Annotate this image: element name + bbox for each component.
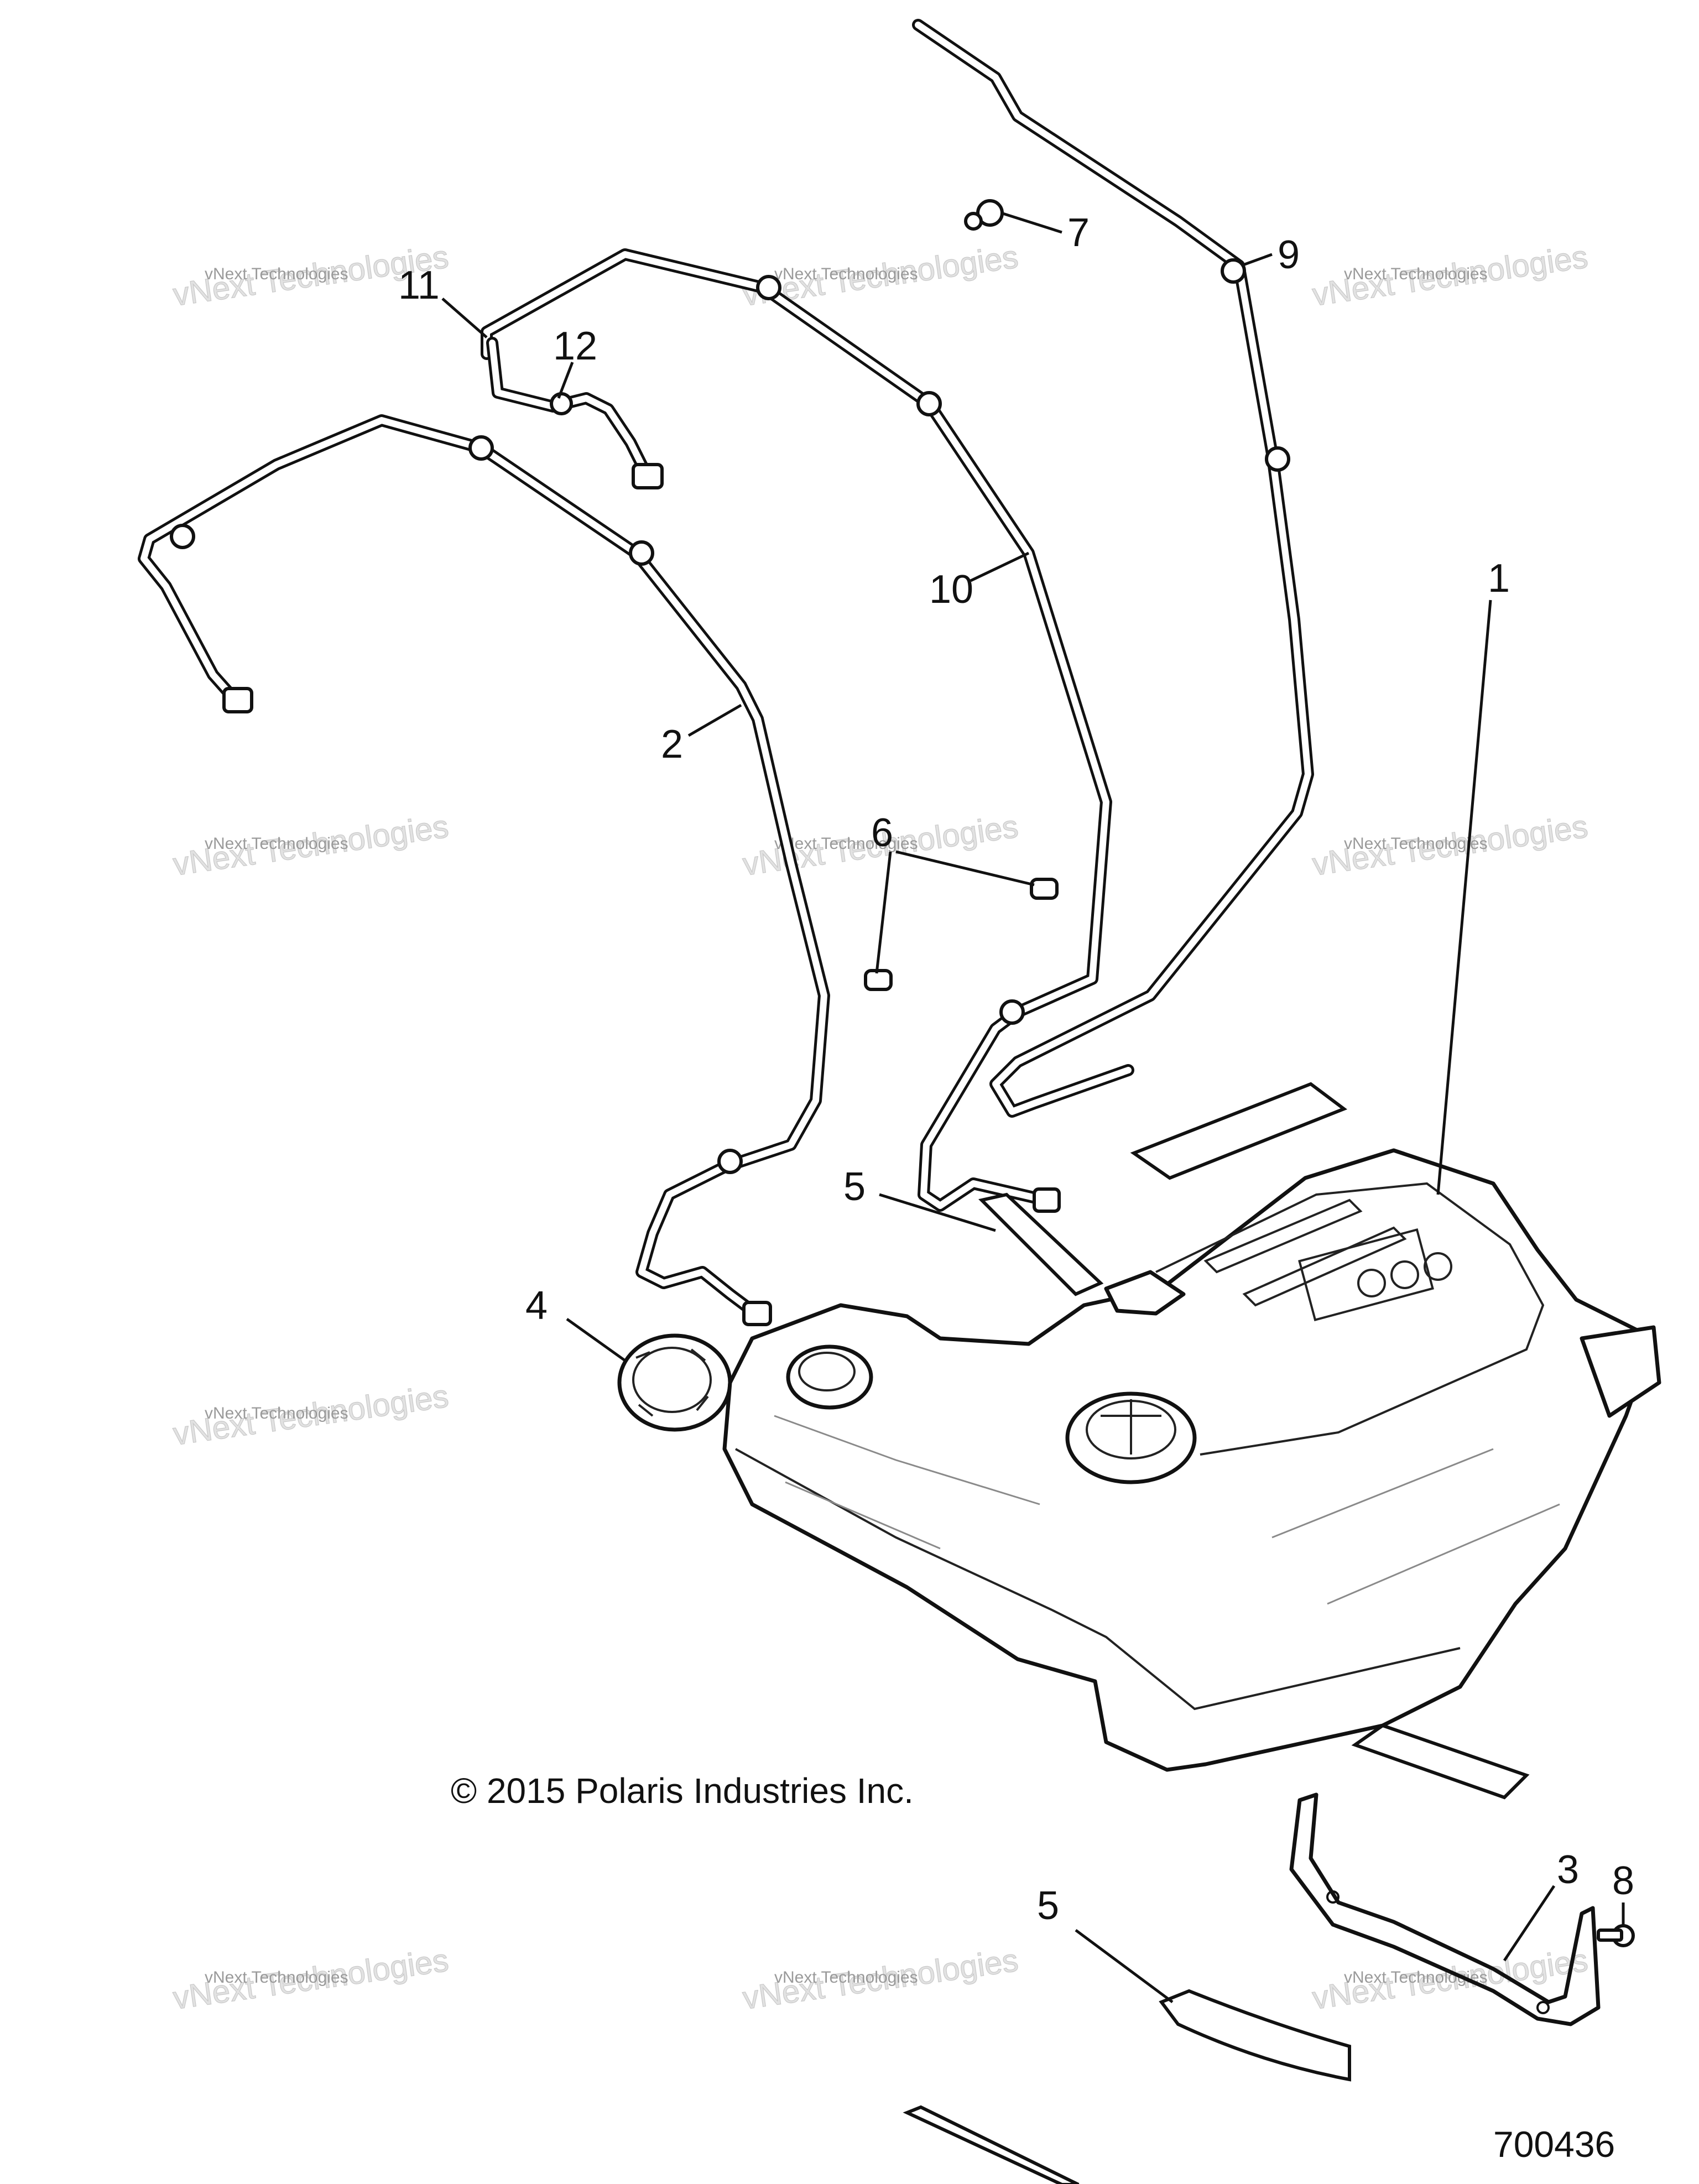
callout-4: 4 [525, 1284, 548, 1328]
copyright-notice: © 2015 Polaris Industries Inc. [451, 1771, 914, 1811]
watermark-small-text: vNext Technologies [1344, 265, 1488, 283]
part-10-vent-hose [481, 248, 1112, 1213]
leader-line-7 [1000, 211, 1062, 234]
hose-clamp [550, 392, 573, 415]
part-2-vent-hose [138, 414, 830, 1326]
part-5-pads [903, 1082, 1530, 2184]
hose-clamp [1221, 258, 1246, 284]
part-12-short-hose [486, 337, 664, 489]
callout-3: 3 [1557, 1848, 1579, 1892]
leader-line-6b [875, 851, 892, 974]
leader-line-2 [687, 703, 742, 737]
leader-line-3 [1503, 1885, 1556, 1962]
leader-line-5a [879, 1193, 996, 1232]
hose-fitting [632, 463, 664, 489]
callout-9: 9 [1278, 233, 1300, 277]
callout-7: 7 [1067, 211, 1090, 255]
part-4-fuel-cap [617, 1333, 732, 1432]
callout-8: 8 [1612, 1859, 1634, 1903]
watermark-small-text: vNext Technologies [774, 265, 918, 283]
watermark: vNext Technologies vNext Technologies [170, 1378, 451, 1452]
watermark: vNext Technologies vNext Technologies [1310, 808, 1590, 883]
part-7-clamp [964, 199, 1004, 231]
watermark-small-text: vNext Technologies [205, 1968, 348, 1987]
pad [1130, 1082, 1348, 1180]
document-number: 700436 [1493, 2124, 1615, 2165]
leader-line-4 [566, 1317, 626, 1362]
watermark: vNext Technologies vNext Technologies [170, 808, 451, 883]
clamp [864, 969, 893, 991]
pad [978, 1192, 1104, 1296]
leader-line-12 [557, 362, 574, 399]
pad [1351, 1723, 1530, 1800]
hose-clamp [629, 540, 654, 566]
hose-clamp [916, 391, 942, 416]
callout-5-upper: 5 [843, 1165, 866, 1209]
pad [1159, 1989, 1351, 2082]
part-6-clamps [864, 878, 1059, 991]
part-1-fuel-tank [722, 1148, 1661, 1772]
watermark-small-text: vNext Technologies [205, 265, 348, 283]
watermark-small-text: vNext Technologies [1344, 835, 1488, 853]
hose-clamp [756, 275, 781, 300]
callout-11: 11 [398, 263, 440, 307]
part-9-vent-hose [912, 19, 1314, 1118]
hose-clamp [717, 1149, 743, 1174]
leader-line-9 [1241, 253, 1273, 267]
pad [903, 2105, 1080, 2184]
callout-2: 2 [661, 722, 683, 767]
leader-line-6a [895, 850, 1035, 887]
leader-line-5b [1075, 1928, 1174, 2004]
hose-clamp [170, 524, 195, 549]
watermark-small-text: vNext Technologies [205, 835, 348, 853]
leader-line-1 [1436, 600, 1492, 1195]
watermark: vNext Technologies vNext Technologies [740, 1942, 1020, 2016]
watermark-small-text: vNext Technologies [205, 1404, 348, 1422]
callout-1: 1 [1488, 556, 1510, 601]
callout-5-lower: 5 [1037, 1884, 1059, 1928]
watermark-small-text: vNext Technologies [774, 835, 918, 853]
callout-12: 12 [553, 324, 597, 368]
hose-fitting [1033, 1187, 1061, 1213]
hose-fitting [222, 687, 253, 713]
leader-line-11 [441, 298, 488, 338]
hose-clamp [468, 435, 494, 461]
callouts: 1 2 3 4 5 5 6 7 8 9 10 11 12 [398, 211, 1634, 1928]
hose-clamp [999, 999, 1025, 1025]
clamp [1030, 878, 1059, 900]
watermark-small-text: vNext Technologies [774, 1968, 918, 1987]
hose-fitting [742, 1301, 772, 1326]
leader-line-10 [970, 551, 1030, 582]
callout-6: 6 [871, 811, 893, 855]
part-8-bolt [1597, 1924, 1635, 1947]
part-3-strap [1289, 1792, 1601, 2026]
leader-lines [441, 211, 1625, 2004]
hose-clamp [1265, 446, 1290, 472]
watermark: vNext Technologies vNext Technologies [1310, 238, 1590, 313]
callout-10: 10 [929, 567, 973, 612]
watermark: vNext Technologies vNext Technologies [170, 1942, 451, 2016]
